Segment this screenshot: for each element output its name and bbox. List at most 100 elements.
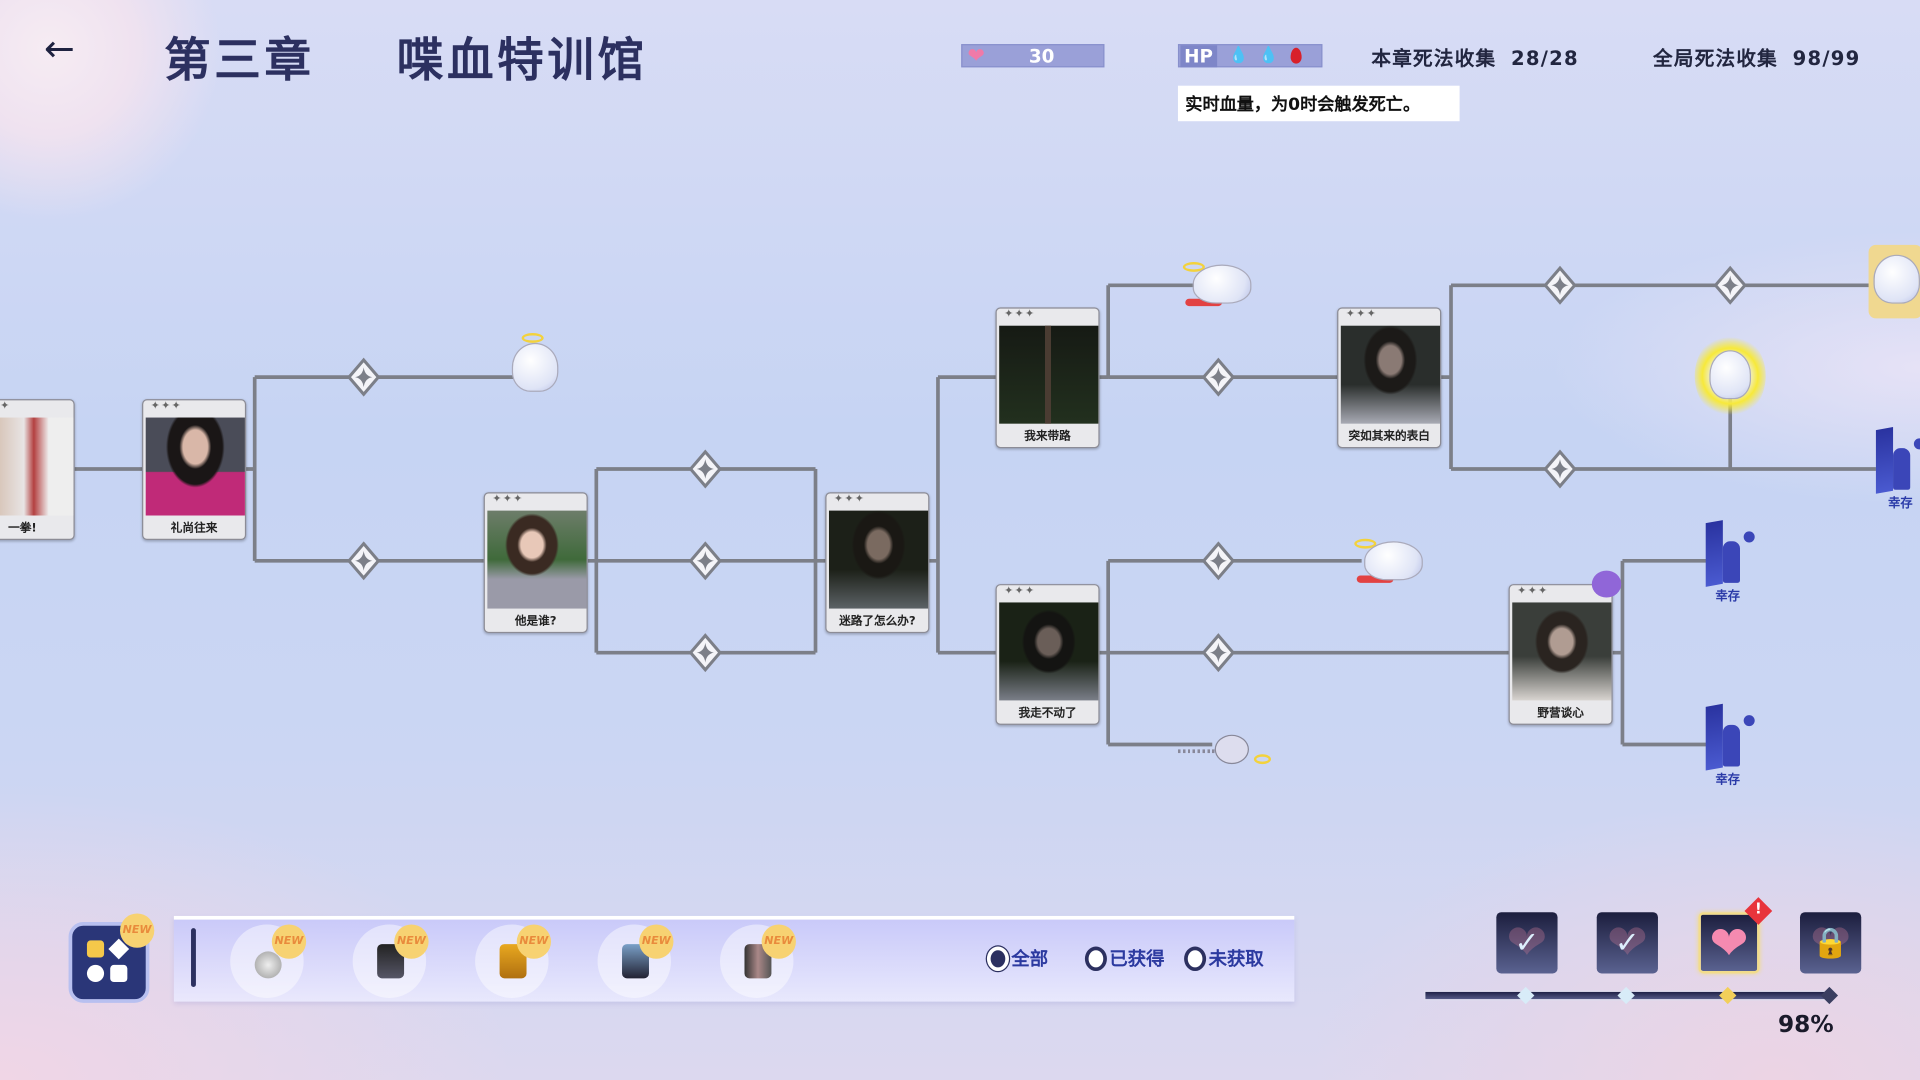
reward-box-claimed[interactable]: ❤✓ (1596, 912, 1658, 974)
hearts-value: 30 (1028, 44, 1055, 67)
collection-item-figure[interactable]: NEW (352, 924, 429, 998)
skull-icon (1214, 734, 1249, 765)
blood-drop-empty-icon: 💧 (1228, 46, 1249, 65)
bubble-icon (1591, 570, 1622, 598)
scene-thumbnail (999, 325, 1099, 424)
filter-label: 未获取 (1208, 947, 1264, 970)
global-collection-value: 98/99 (1792, 46, 1861, 70)
story-node-card[interactable]: ✦✦✦ 他是谁? (483, 492, 588, 634)
reward-box-locked[interactable]: ❤🔒 (1800, 912, 1862, 974)
scene-thumbnail (1340, 325, 1441, 424)
lock-icon: 🔒 (1812, 925, 1849, 961)
scene-thumbnail (999, 602, 1099, 701)
blood-drop-full-icon (1290, 47, 1302, 64)
story-node-card[interactable]: ✦✦✦ 我走不动了 (995, 584, 1100, 725)
reward-box-claimed[interactable]: ❤✓ (1496, 912, 1558, 974)
scene-thumbnail (145, 417, 245, 516)
death-ending-electrocuted[interactable] (1694, 333, 1766, 419)
collection-item-bottle[interactable]: NEW (475, 924, 552, 998)
hp-label: HP (1180, 44, 1217, 67)
hearts-counter: ❤ 30 (961, 43, 1105, 68)
reward-box-available[interactable]: ❤ (1698, 912, 1760, 974)
sparkle-icon (1551, 459, 1569, 479)
scroll-left-handle[interactable] (191, 928, 196, 987)
items-strip (173, 915, 1295, 1002)
ghost-icon (1709, 350, 1752, 400)
ghost-icon (1192, 264, 1252, 304)
level-title: 喋血特训馆 (396, 35, 648, 87)
story-node-label: 突如其来的表白 (1348, 429, 1430, 444)
ghost-icon (511, 342, 559, 392)
filter-obtained-radio[interactable]: 已获得 (1084, 945, 1165, 971)
survive-ending[interactable]: 幸存 (1705, 520, 1760, 604)
death-ending-skeleton[interactable] (1177, 730, 1276, 772)
scene-thumbnail (0, 417, 74, 516)
survive-label: 幸存 (1715, 590, 1741, 604)
sparkle-icon (1721, 275, 1739, 296)
filter-all-radio[interactable]: 全部 (986, 945, 1049, 971)
hp-tooltip: 实时血量，为0时会触发死亡。 (1177, 85, 1460, 122)
story-node-card[interactable]: ✦✦✦ 一拳! (0, 399, 75, 541)
sparkle-icon (1551, 275, 1569, 296)
global-collection: 全局死法收集 98/99 (1653, 42, 1860, 71)
sparkle-icon (355, 367, 373, 387)
story-node-label: 迷路了怎么办? (839, 614, 916, 629)
new-badge: NEW (394, 924, 429, 959)
story-node-card[interactable]: ✦✦✦ 迷路了怎么办? (825, 492, 930, 634)
rating-stars: ✦✦✦ (1004, 308, 1036, 321)
door-icon (1705, 703, 1723, 771)
global-collection-label: 全局死法收集 (1653, 46, 1778, 70)
chapter-collection-value: 28/28 (1511, 46, 1579, 70)
scene-thumbnail (1512, 602, 1612, 701)
new-badge: NEW (271, 924, 307, 959)
story-node-card[interactable]: ✦✦✦ 野营谈心 (1508, 584, 1613, 725)
rating-stars: ✦✦✦ (492, 493, 524, 506)
alert-badge-text: ! (1755, 900, 1762, 918)
coin-icon (254, 951, 282, 979)
sparkle-icon (355, 551, 373, 571)
chapter-collection-label: 本章死法收集 (1371, 46, 1497, 70)
scene-thumbnail (828, 510, 929, 609)
ghost-icon (1873, 254, 1920, 304)
back-button[interactable]: ← (44, 31, 88, 69)
sparkle-icon (696, 551, 714, 571)
new-badge: NEW (516, 924, 552, 959)
collection-item-poster[interactable]: NEW (720, 924, 796, 998)
arrow-left-icon: ← (44, 28, 75, 72)
survive-ending[interactable]: 幸存 (1705, 703, 1760, 787)
rating-stars: ✦✦✦ (0, 400, 11, 413)
filter-label: 全部 (1011, 947, 1049, 970)
death-ending-ghost[interactable] (1868, 244, 1920, 319)
story-node-card[interactable]: ✦✦✦ 突如其来的表白 (1337, 307, 1442, 449)
story-node-label: 礼尚往来 (170, 521, 218, 536)
new-badge: NEW (761, 924, 796, 959)
blood-drop-empty-icon: 💧 (1258, 46, 1279, 65)
rating-stars: ✦✦✦ (1517, 585, 1549, 598)
collection-item-figure-2[interactable]: NEW (597, 924, 674, 998)
heart-gem-icon: ❤ (1709, 915, 1749, 970)
chapter-title: 第三章 (164, 35, 315, 87)
story-node-card[interactable]: ✦✦✦ 我来带路 (995, 307, 1100, 449)
collection-item-coin[interactable]: NEW (230, 924, 307, 998)
rating-stars: ✦✦✦ (1004, 585, 1036, 598)
story-node-card[interactable]: ✦✦✦ 礼尚往来 (142, 399, 247, 541)
door-icon (1875, 427, 1894, 494)
rating-stars: ✦✦✦ (1345, 308, 1378, 321)
ghost-icon (1364, 541, 1423, 581)
filter-label: 已获得 (1109, 947, 1165, 970)
rating-stars: ✦✦✦ (833, 493, 866, 506)
story-node-label: 我走不动了 (1018, 706, 1077, 721)
heart-gem-icon: ❤ (967, 43, 985, 68)
sparkle-icon (1209, 367, 1227, 387)
survive-ending[interactable]: 幸存 (1875, 427, 1920, 511)
survive-label: 幸存 (1715, 773, 1741, 788)
story-node-label: 野营谈心 (1537, 706, 1584, 721)
filter-unobtained-radio[interactable]: 未获取 (1184, 945, 1264, 971)
hp-bar: HP 💧 💧 (1177, 44, 1323, 68)
check-icon: ✓ (1514, 925, 1540, 961)
story-node-label: 他是谁? (514, 614, 557, 629)
door-icon (1705, 520, 1723, 587)
sparkle-icon (1209, 642, 1227, 663)
